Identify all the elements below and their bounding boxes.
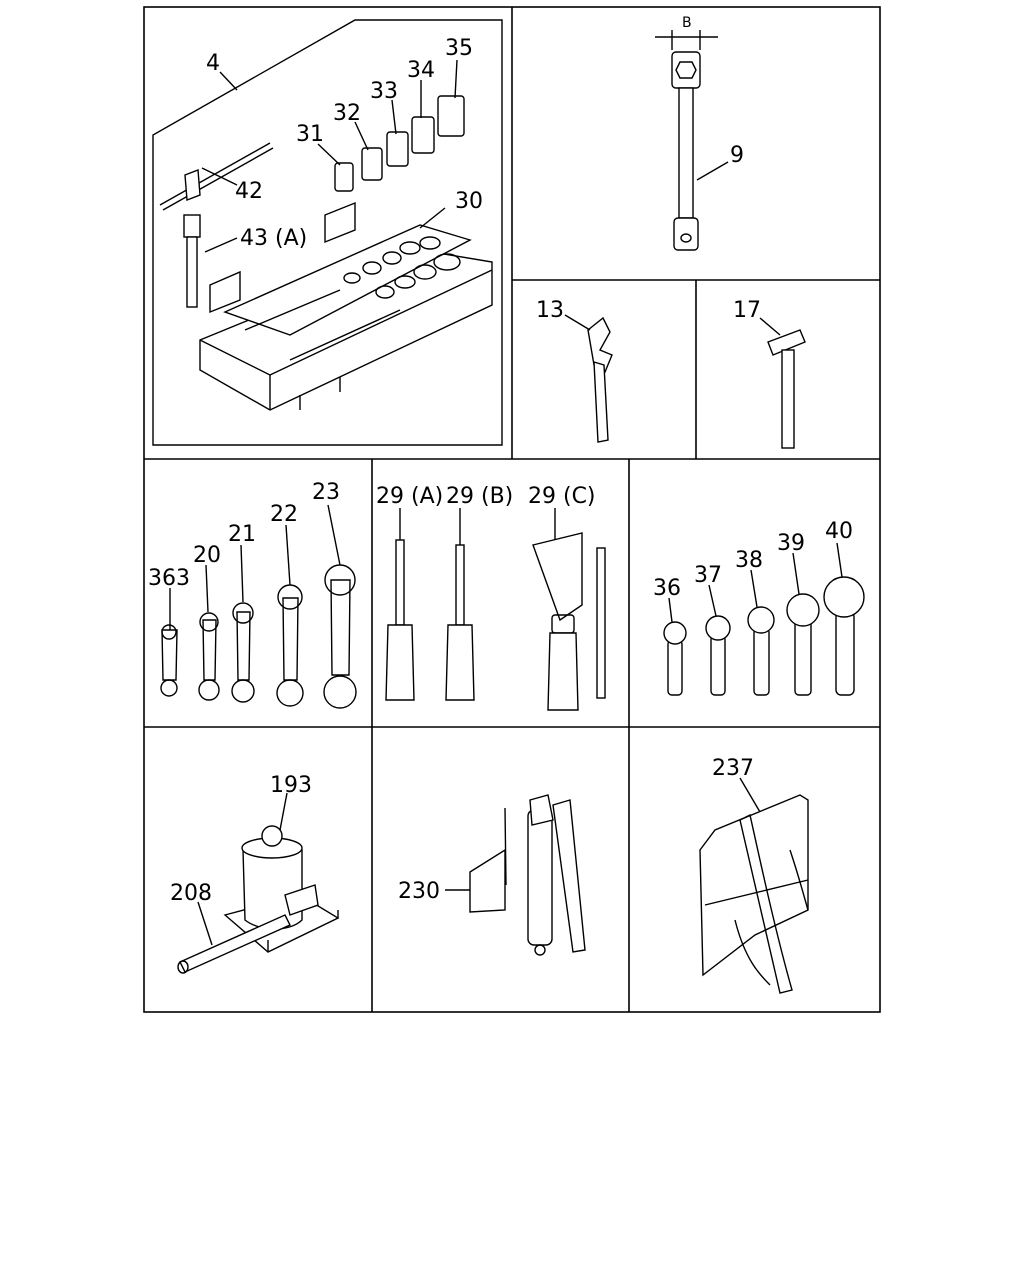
- callout-20: 20: [193, 543, 221, 568]
- callout-23: 23: [312, 480, 340, 505]
- jack-icon: [177, 825, 340, 974]
- panel-ring-wrenches: 36 37 38 39 40: [653, 519, 865, 696]
- callout-34: 34: [407, 58, 435, 83]
- callout-32: 32: [333, 101, 361, 126]
- extension-bar: [183, 214, 201, 308]
- hammer-icon: [767, 329, 806, 449]
- screwdriver-icon: [385, 532, 606, 711]
- callout-22: 22: [270, 502, 298, 527]
- panel-grease-gun: 230: [398, 794, 586, 956]
- panel-open-end-wrenches: 363 20 21 22 23: [148, 480, 357, 709]
- callout-39: 39: [777, 531, 805, 556]
- callout-29c: 29 (C): [528, 484, 596, 509]
- callout-30: 30: [455, 189, 483, 214]
- callout-17: 17: [733, 298, 761, 323]
- callout-43a: 43 (A): [240, 226, 307, 251]
- panel-bottle-jack: 193 208: [170, 773, 340, 974]
- panel-screwdrivers: 29 (A) 29 (B) 29 (C): [376, 484, 606, 711]
- callout-29b: 29 (B): [446, 484, 513, 509]
- socket-set-row: [334, 95, 465, 192]
- callout-4: 4: [206, 51, 220, 76]
- callout-29a: 29 (A): [376, 484, 443, 509]
- grease-gun-icon: [469, 794, 586, 956]
- open-end-wrench-icon: [160, 564, 357, 709]
- callout-35: 35: [445, 36, 473, 61]
- callout-237: 237: [712, 756, 754, 781]
- callout-208: 208: [170, 881, 212, 906]
- adjustable-wrench-icon: [587, 316, 613, 443]
- callout-36: 36: [653, 576, 681, 601]
- callout-37: 37: [694, 563, 722, 588]
- panel-box-wrench: B 9: [655, 15, 744, 251]
- toolbox-icon: [199, 201, 493, 411]
- dimension-b: B: [682, 15, 692, 31]
- callout-21: 21: [228, 522, 256, 547]
- box-wrench-icon: [671, 51, 701, 251]
- ring-wrench-icon: [663, 576, 865, 696]
- panel-tool-bag: 237: [699, 756, 809, 994]
- panel-adjustable-wrench: 13: [536, 298, 613, 443]
- callout-33: 33: [370, 79, 398, 104]
- callout-230: 230: [398, 879, 440, 904]
- callout-13: 13: [536, 298, 564, 323]
- callout-193: 193: [270, 773, 312, 798]
- callout-40: 40: [825, 519, 853, 544]
- tool-bag-icon: [699, 794, 809, 994]
- callout-38: 38: [735, 548, 763, 573]
- callout-42: 42: [235, 179, 263, 204]
- panel-socket-set: 4 42 43 (A) 30 31 32 33 34 35: [152, 19, 503, 446]
- panel-hammer: 17: [733, 298, 806, 449]
- callout-363: 363: [148, 566, 190, 591]
- callout-31: 31: [296, 122, 324, 147]
- t-handle-bar: [159, 142, 274, 211]
- callout-9: 9: [730, 143, 744, 168]
- diagram-grid: [143, 6, 881, 1013]
